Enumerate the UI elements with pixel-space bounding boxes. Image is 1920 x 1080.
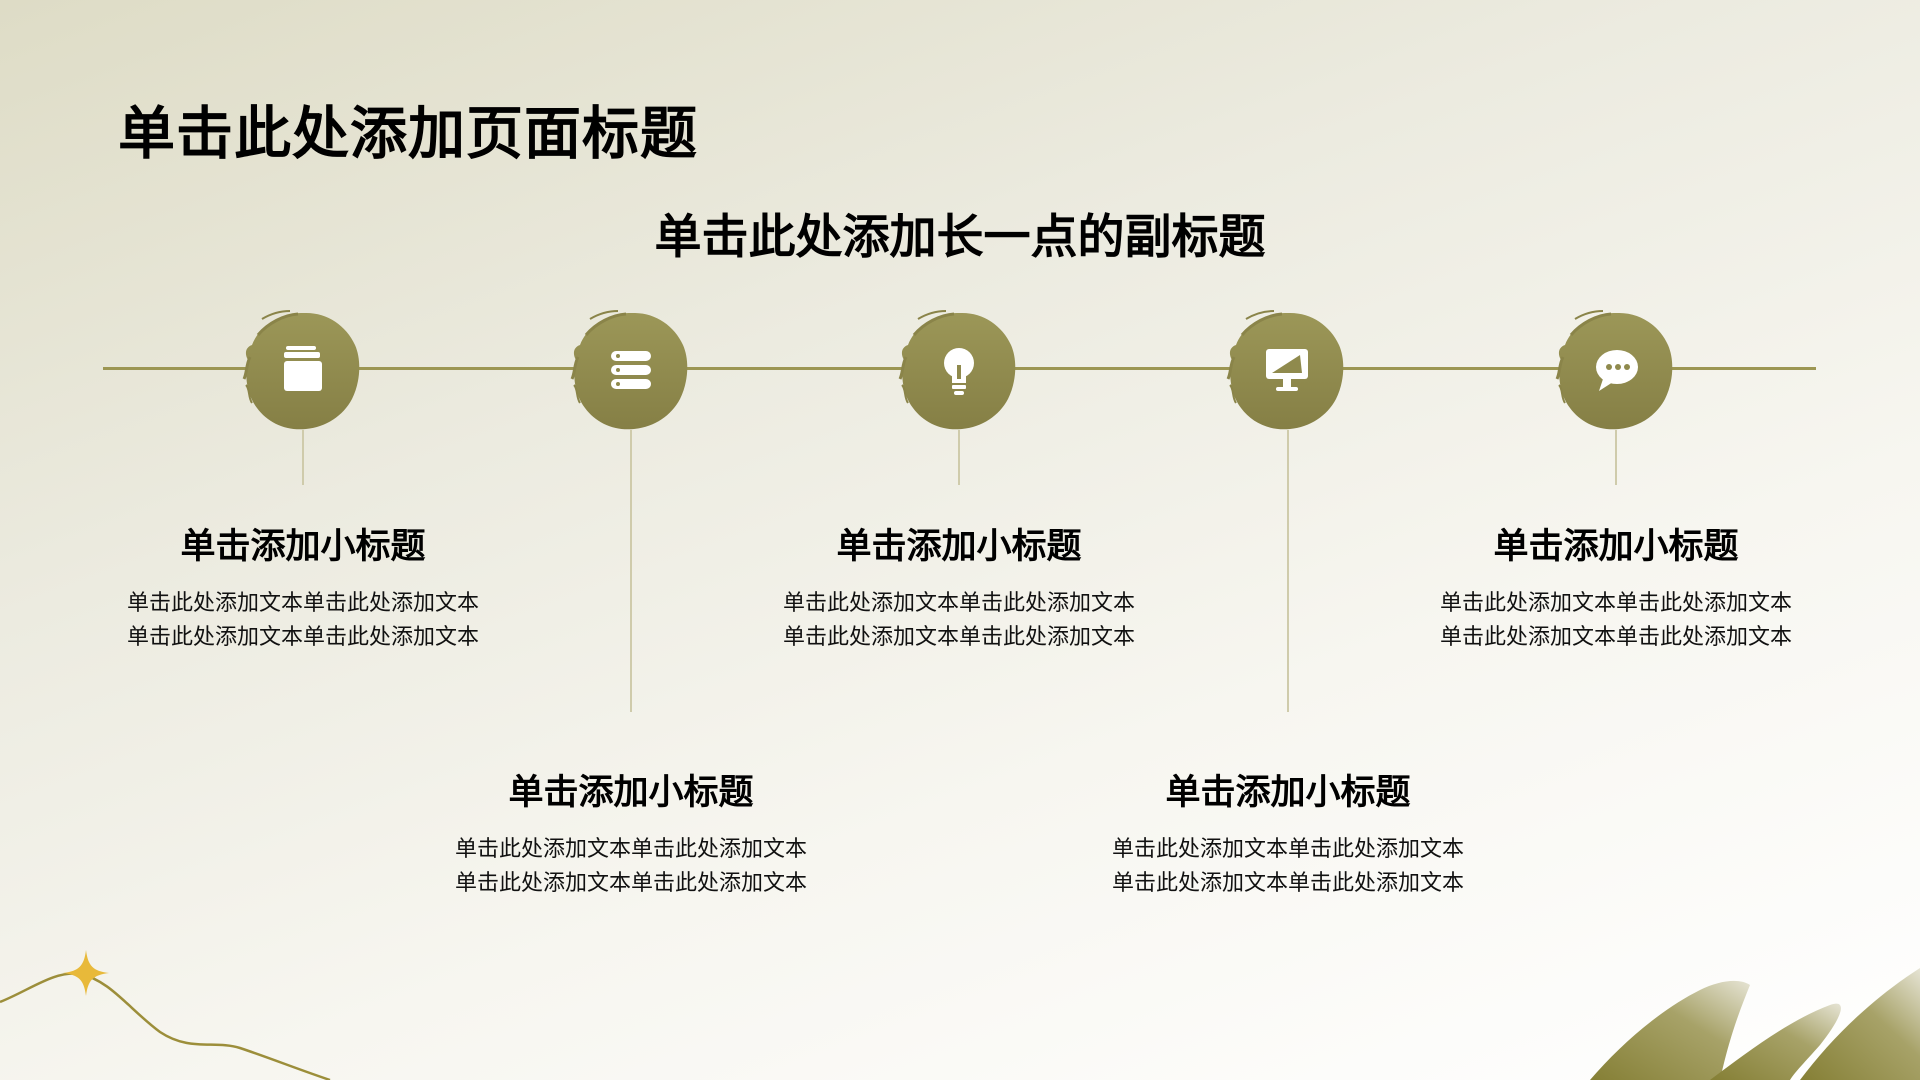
timeline-item-1: 单击添加小标题 单击此处添加文本单击此处添加文本单击此处添加文本单击此处添加文本 — [113, 518, 493, 655]
item-title[interactable]: 单击添加小标题 — [508, 773, 754, 813]
item-title[interactable]: 单击添加小标题 — [836, 527, 1082, 567]
timeline-node-5 — [1551, 305, 1681, 435]
item-text[interactable]: 单击此处添加文本单击此处添加文本单击此处添加文本单击此处添加文本 — [1439, 591, 1792, 650]
brush-stroke-decoration — [1590, 968, 1920, 1080]
timeline-item-5: 单击添加小标题 单击此处添加文本单击此处添加文本单击此处添加文本单击此处添加文本 — [1426, 518, 1806, 655]
server-icon — [566, 305, 696, 435]
timeline-node-3 — [894, 305, 1024, 435]
item-text[interactable]: 单击此处添加文本单击此处添加文本单击此处添加文本单击此处添加文本 — [126, 591, 479, 650]
timeline-node-4 — [1222, 305, 1352, 435]
chat-icon — [1551, 305, 1681, 435]
timeline-item-2: 单击添加小标题 单击此处添加文本单击此处添加文本单击此处添加文本单击此处添加文本 — [441, 764, 821, 901]
item-text[interactable]: 单击此处添加文本单击此处添加文本单击此处添加文本单击此处添加文本 — [782, 591, 1135, 650]
item-title[interactable]: 单击添加小标题 — [1493, 527, 1739, 567]
connector-line — [1287, 430, 1289, 712]
timeline-node-1 — [238, 305, 368, 435]
item-text[interactable]: 单击此处添加文本单击此处添加文本单击此处添加文本单击此处添加文本 — [1111, 837, 1464, 896]
timeline-node-2 — [566, 305, 696, 435]
monitor-icon — [1222, 305, 1352, 435]
item-text[interactable]: 单击此处添加文本单击此处添加文本单击此处添加文本单击此处添加文本 — [454, 837, 807, 896]
item-title[interactable]: 单击添加小标题 — [180, 527, 426, 567]
connector-line — [958, 430, 960, 485]
page-subtitle: 单击此处添加长一点的副标题 — [654, 210, 1266, 265]
wave-line-decoration — [0, 972, 331, 1080]
connector-line — [302, 430, 304, 485]
folder-icon — [238, 305, 368, 435]
connector-line — [630, 430, 632, 712]
connector-line — [1615, 430, 1617, 485]
page-title: 单击此处添加页面标题 — [118, 101, 698, 167]
timeline-item-3: 单击添加小标题 单击此处添加文本单击此处添加文本单击此处添加文本单击此处添加文本 — [769, 518, 1149, 655]
timeline-item-4: 单击添加小标题 单击此处添加文本单击此处添加文本单击此处添加文本单击此处添加文本 — [1098, 764, 1478, 901]
star-icon — [63, 950, 109, 996]
lightbulb-icon — [894, 305, 1024, 435]
item-title[interactable]: 单击添加小标题 — [1165, 773, 1411, 813]
